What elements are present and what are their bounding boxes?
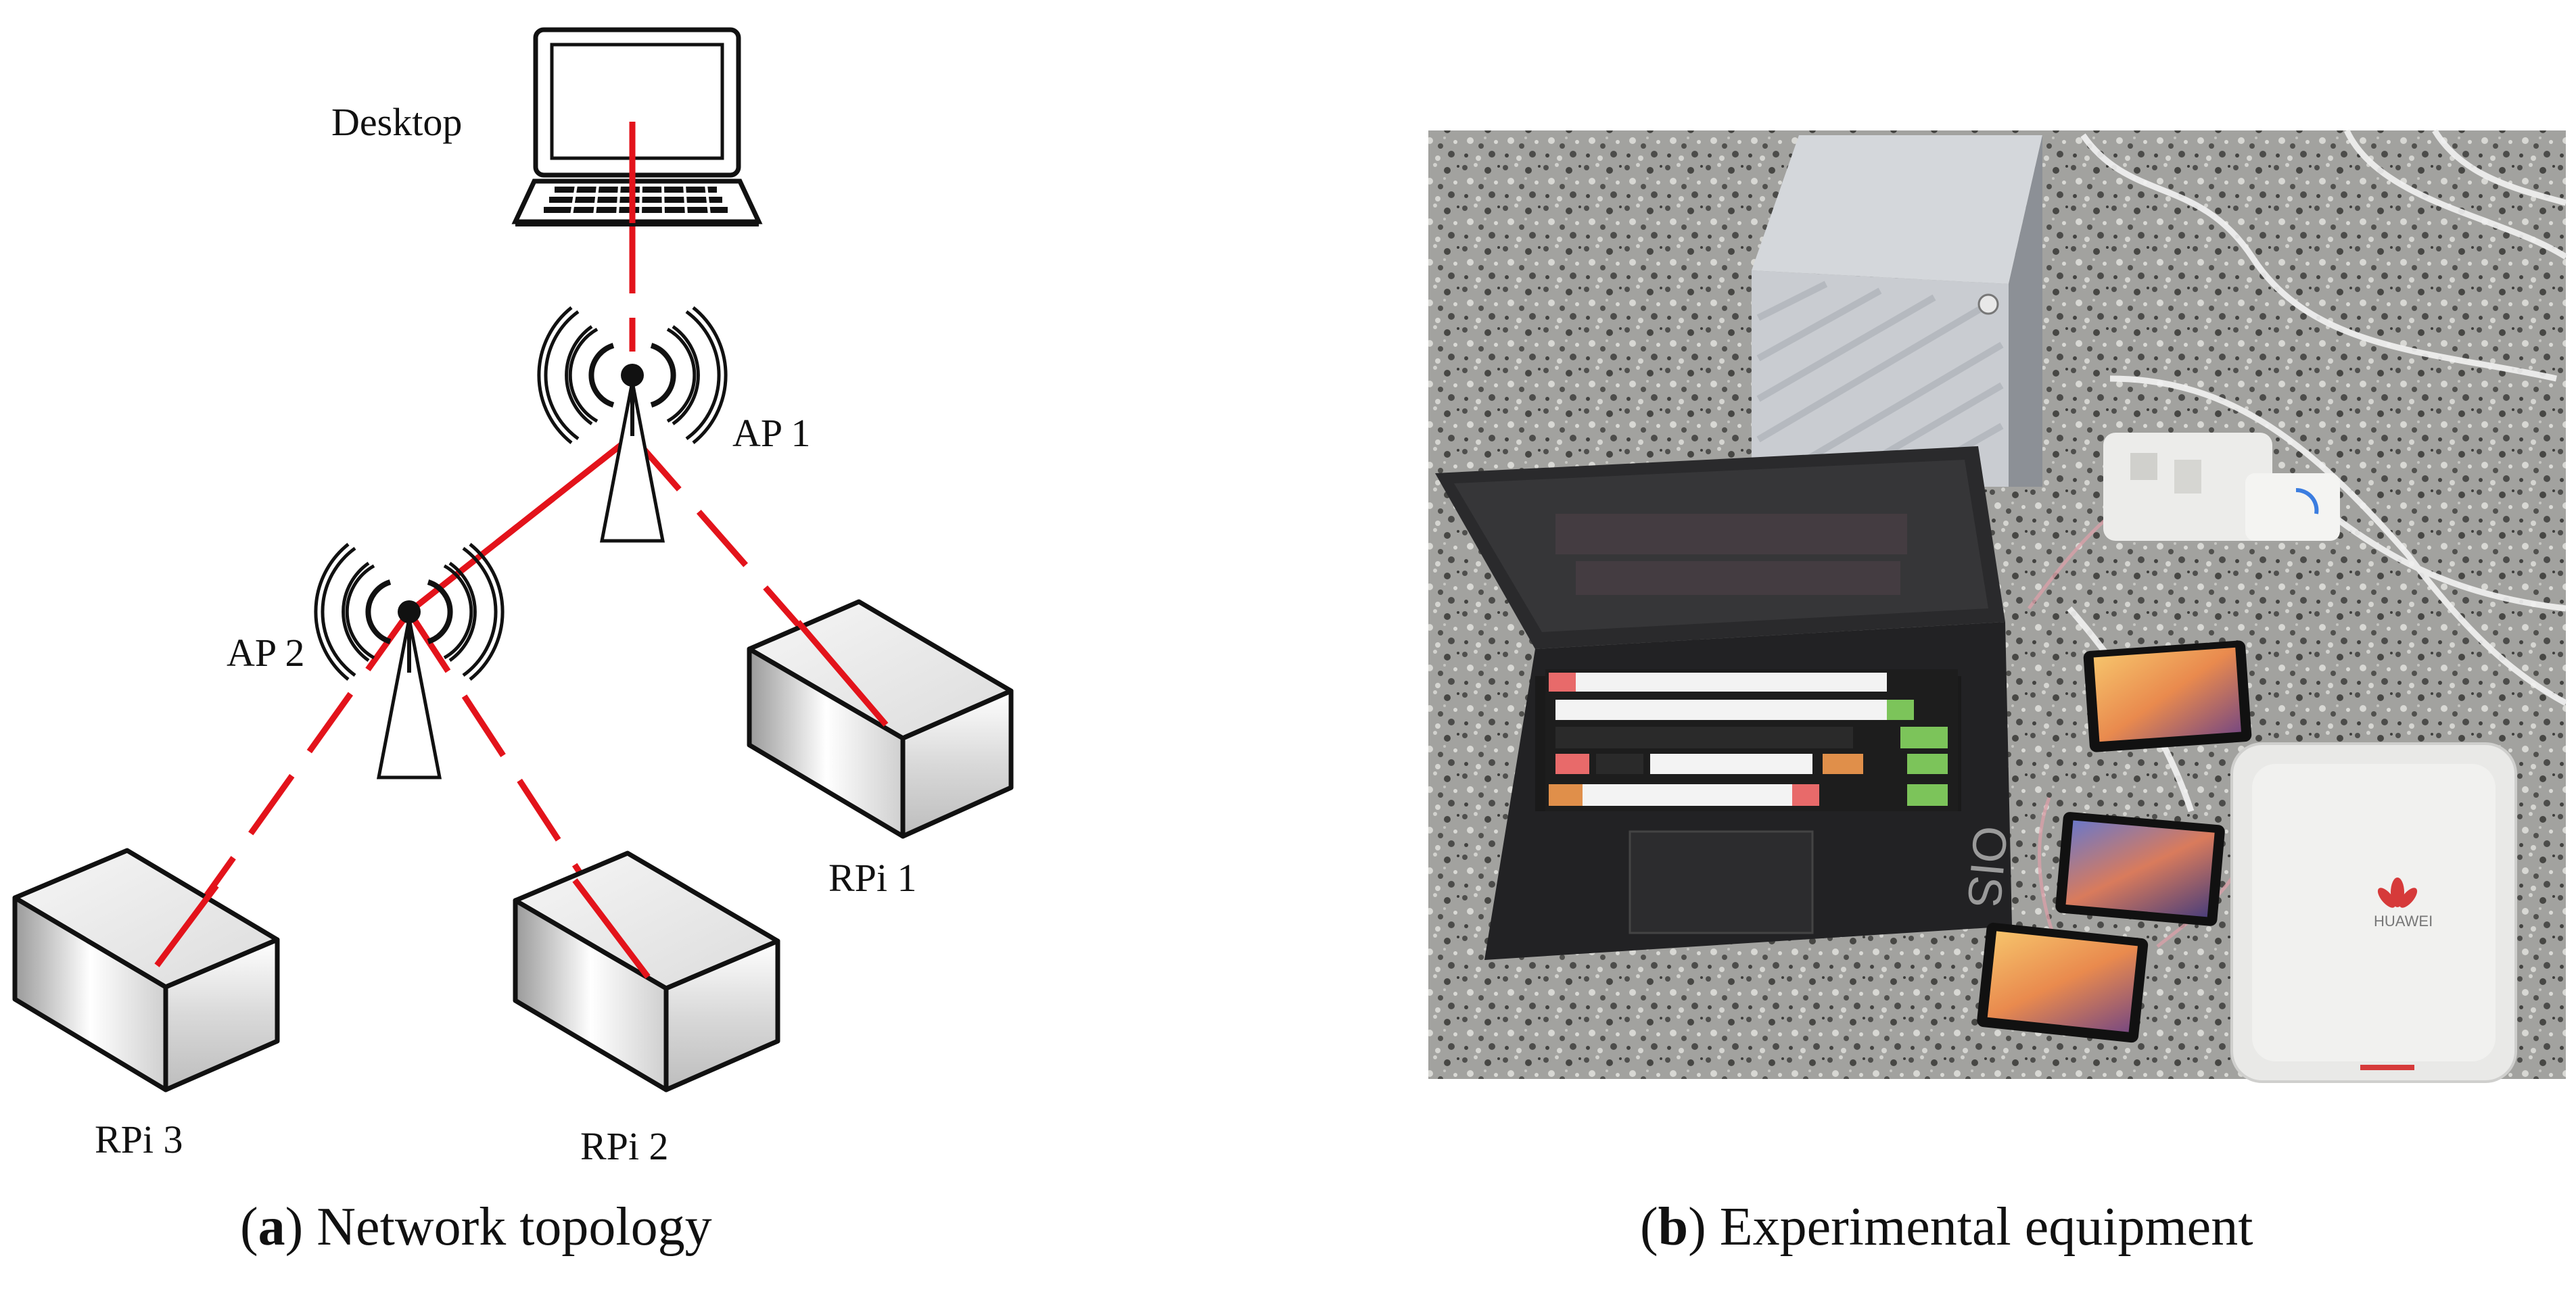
label-rpi3: RPi 3: [95, 1117, 183, 1161]
caption-b-letter: b: [1658, 1197, 1689, 1257]
power-strip: [2103, 433, 2340, 541]
caption-b-text: Experimental equipment: [1719, 1197, 2253, 1257]
ap2-antenna-icon: [314, 543, 505, 779]
wifi-router: HUAWEI: [2230, 742, 2517, 1083]
label-desktop: Desktop: [331, 100, 462, 144]
rpi3-box-icon: [12, 848, 280, 1092]
laptop-keyboard: [1545, 669, 1958, 811]
rpi-screen-2: [2055, 812, 2225, 926]
network-links: [153, 122, 889, 976]
label-ap2: AP 2: [227, 631, 305, 675]
ap1-antenna-icon: [537, 306, 728, 543]
panel-a-network-topology: Desktop AP 1: [12, 27, 1014, 1168]
caption-a-letter: a: [258, 1197, 285, 1257]
caption-a-text: Network topology: [317, 1197, 712, 1257]
caption-a: (a) Network topology: [240, 1197, 712, 1257]
laptop: OIS: [1435, 446, 2017, 960]
laptop-brand-text: OIS: [1958, 824, 2017, 910]
panel-b-experimental-equipment-photo: OIS: [1428, 128, 2568, 1083]
label-rpi2: RPi 2: [580, 1124, 669, 1168]
link-ap1-ap2-dashed: [407, 433, 634, 615]
desktop-tower: [1752, 135, 2042, 487]
desktop-icon: [511, 27, 763, 226]
router-brand-text: HUAWEI: [2374, 913, 2433, 930]
label-ap1: AP 1: [732, 411, 811, 455]
caption-b: (b) Experimental equipment: [1640, 1197, 2253, 1257]
rpi-screen-3: [1977, 922, 2149, 1043]
cables: [2067, 128, 2568, 813]
rpi-screen-1: [2083, 640, 2252, 752]
label-rpi1: RPi 1: [828, 856, 917, 900]
rpi2-box-icon: [513, 850, 780, 1092]
rpi1-box-icon: [747, 599, 1014, 839]
